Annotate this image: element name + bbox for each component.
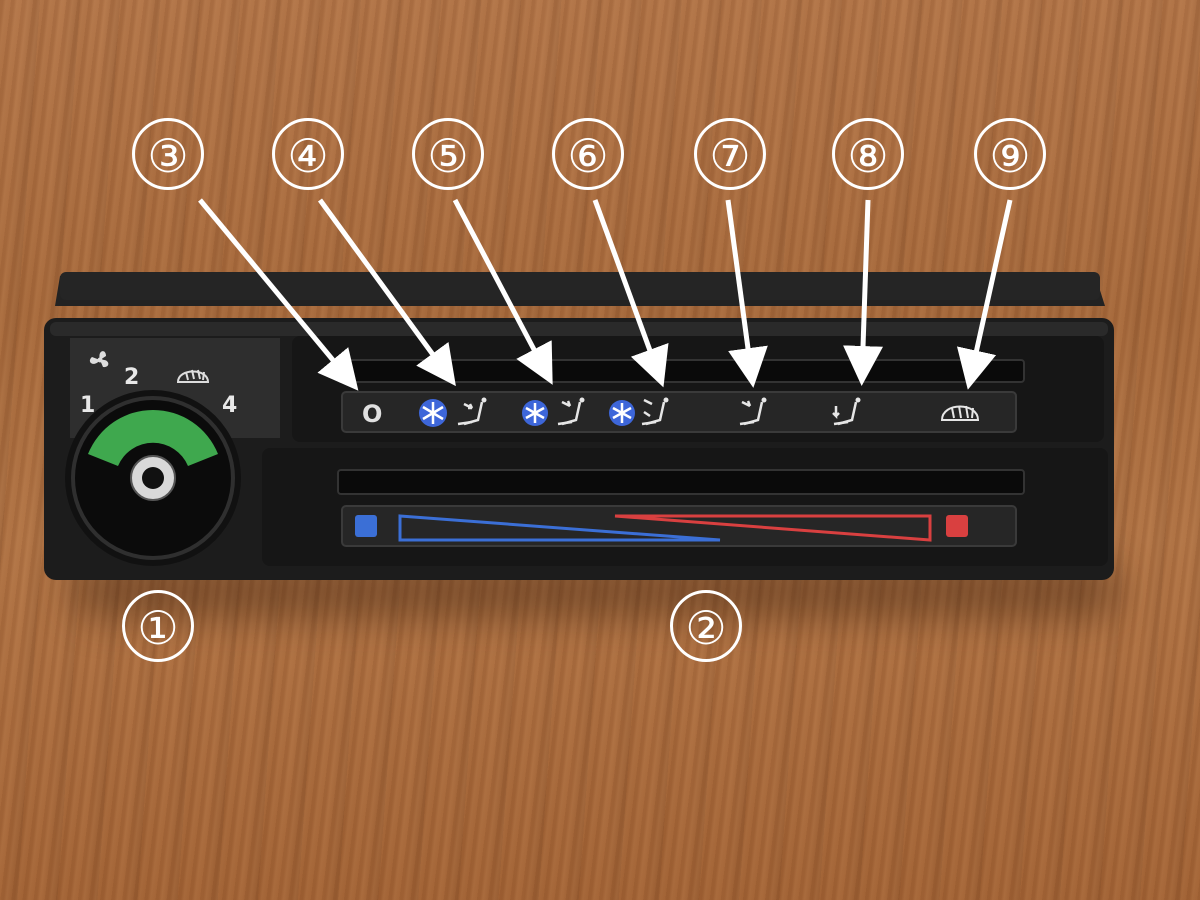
callout-5: ⑤ bbox=[412, 118, 484, 190]
defrost-icon bbox=[940, 405, 980, 421]
top-ridge bbox=[60, 272, 1100, 300]
arrow-8 bbox=[843, 199, 884, 386]
seat-airflow-icon bbox=[457, 397, 487, 426]
arrow-6 bbox=[592, 199, 669, 388]
mode-ac-floor bbox=[609, 397, 669, 426]
seat-airflow-icon bbox=[557, 397, 585, 426]
callout-3: ③ bbox=[132, 118, 204, 190]
mode-defrost bbox=[940, 405, 980, 421]
callout-2: ② bbox=[670, 590, 742, 662]
cold-indicator bbox=[355, 515, 377, 537]
defrost-icon bbox=[176, 369, 210, 383]
fan-icon bbox=[89, 351, 109, 368]
mode-vent-bilevel bbox=[739, 397, 767, 426]
fan-speed-dial[interactable] bbox=[65, 390, 241, 566]
arrow-4 bbox=[317, 198, 456, 387]
seat-airflow-icon bbox=[641, 397, 669, 426]
mode-ac-face bbox=[419, 397, 487, 427]
callout-9: ⑨ bbox=[974, 118, 1046, 190]
arrow-7 bbox=[725, 199, 768, 388]
arrow-5 bbox=[452, 198, 553, 385]
temperature-lever-slot[interactable] bbox=[337, 469, 1025, 495]
seat-airflow-icon bbox=[832, 397, 861, 426]
mode-ac-bilevel bbox=[522, 397, 585, 426]
hot-wedge bbox=[614, 514, 932, 542]
callout-1: ① bbox=[122, 590, 194, 662]
fan-speed-1: 1 bbox=[80, 393, 95, 418]
hot-indicator bbox=[946, 515, 968, 537]
callout-6: ⑥ bbox=[552, 118, 624, 190]
seat-airflow-icon bbox=[739, 397, 767, 426]
callout-4: ④ bbox=[272, 118, 344, 190]
callout-8: ⑧ bbox=[832, 118, 904, 190]
fan-speed-4: 4 bbox=[222, 393, 237, 418]
callout-7: ⑦ bbox=[694, 118, 766, 190]
arrow-3 bbox=[198, 198, 359, 391]
fan-speed-2: 2 bbox=[124, 365, 139, 390]
arrow-9 bbox=[956, 199, 1013, 390]
cold-wedge bbox=[398, 514, 721, 542]
mode-off-label: O bbox=[362, 400, 382, 428]
mode-floor bbox=[832, 397, 861, 426]
fan-speed-indicator bbox=[88, 409, 218, 466]
